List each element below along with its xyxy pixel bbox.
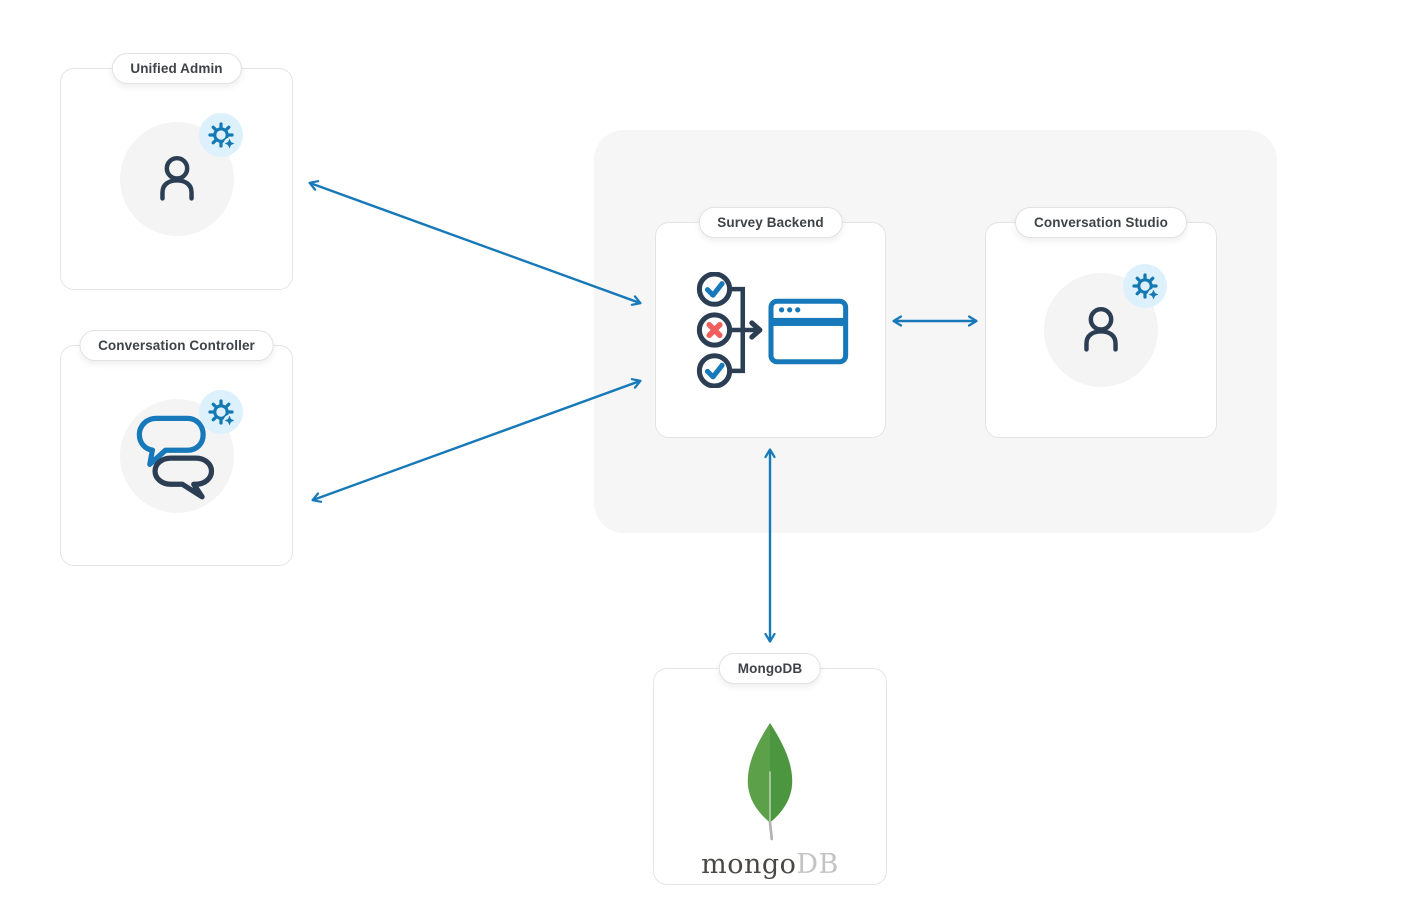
avatar	[119, 389, 243, 513]
x-icon	[705, 321, 723, 339]
node-label-mongodb: MongoDB	[718, 653, 822, 684]
wordmark-mongo: mongo	[701, 849, 797, 880]
check-icon	[704, 362, 725, 380]
node-survey-backend: Survey Backend	[655, 207, 886, 438]
arrow-unified-admin-survey-backend	[308, 180, 642, 306]
gear-sparkle-icon	[198, 113, 243, 157]
chat-bubbles-icon	[136, 415, 214, 499]
mongodb-wordmark: mongo DB	[701, 849, 839, 880]
node-label-conversation-studio: Conversation Studio	[1015, 207, 1187, 238]
check-icon	[704, 281, 725, 298]
avatar	[119, 113, 243, 236]
arrow-conversation-controller-survey-backend	[311, 378, 642, 503]
user-icon	[1084, 306, 1118, 352]
survey-flow-browser-icon	[696, 272, 848, 388]
gear-sparkle-icon	[1123, 264, 1167, 308]
gear-sparkle-icon	[198, 389, 243, 434]
avatar	[1044, 264, 1167, 387]
wordmark-db: DB	[796, 849, 839, 880]
node-label-conversation-controller: Conversation Controller	[79, 330, 274, 361]
node-mongodb: MongoDB mongo DB	[653, 653, 887, 885]
user-icon	[159, 155, 194, 201]
node-unified-admin: Unified Admin	[60, 53, 293, 290]
node-label-survey-backend: Survey Backend	[698, 207, 843, 238]
node-label-unified-admin: Unified Admin	[111, 53, 242, 84]
mongodb-leaf-icon	[747, 723, 793, 841]
browser-window-icon	[767, 298, 848, 365]
node-conversation-controller: Conversation Controller	[60, 330, 293, 566]
node-conversation-studio: Conversation Studio	[985, 207, 1217, 438]
